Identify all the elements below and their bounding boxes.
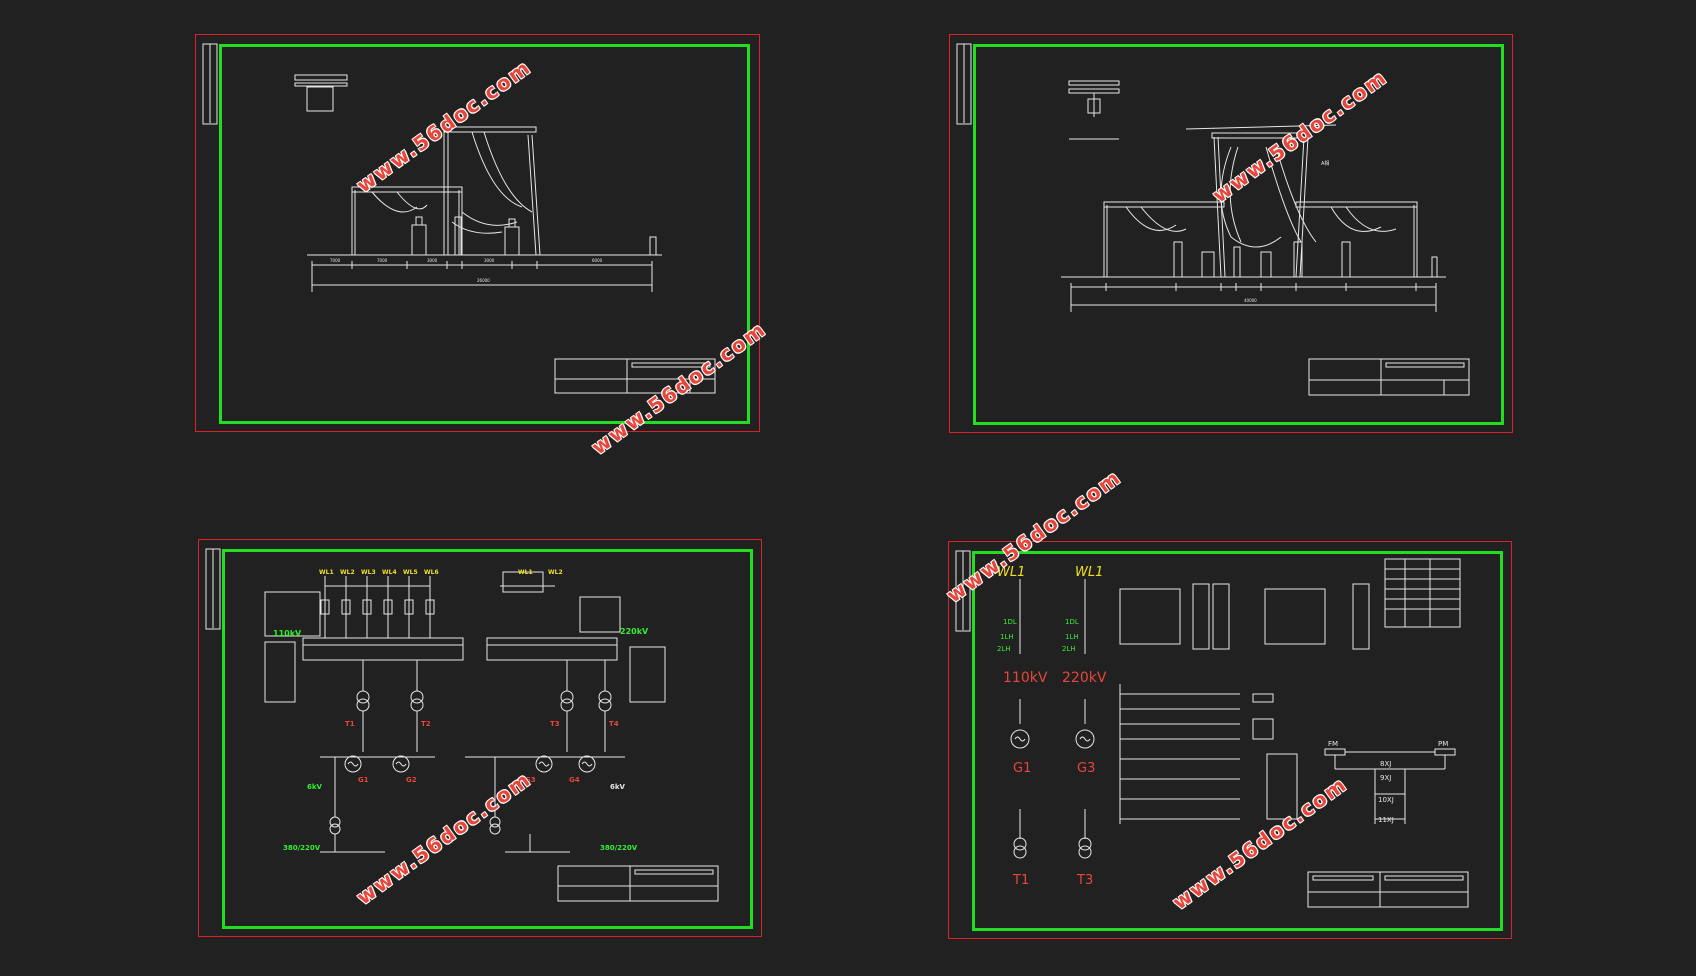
feeder-label: WL1 — [518, 569, 533, 576]
voltage-label: 220kV — [1062, 670, 1107, 686]
ct-label: 2LH — [1062, 645, 1076, 653]
relay-label: 11XJ — [1378, 816, 1394, 824]
ct-symbol — [383, 599, 393, 615]
dim-label: 3000 — [427, 258, 438, 263]
side-strip — [205, 548, 221, 630]
tr-label: T1 — [1012, 873, 1029, 888]
voltage-label: 6kV — [307, 783, 323, 791]
drawing-frame: A相 40000 — [973, 44, 1504, 425]
drawing-sheet-section-view-2[interactable]: A相 40000 — [949, 34, 1513, 433]
dim-label: 3000 — [484, 258, 495, 263]
ct-symbol — [362, 599, 372, 615]
feeder-label: WL2 — [340, 569, 355, 576]
relay-label: PM — [1438, 740, 1448, 748]
ct-symbol — [341, 599, 351, 615]
gen-label: G1 — [1013, 761, 1031, 776]
bus-label-110kv: 110kV — [273, 629, 302, 638]
dim-label: 6000 — [592, 258, 603, 263]
voltage-label: 110kV — [1003, 670, 1048, 686]
gen-label: G2 — [406, 776, 417, 784]
protection-diagram: WL1 WL1 1DL 1DL 1LH 1LH 2LH 2LH 110kV 22… — [997, 558, 1469, 908]
breaker-label: 1DL — [1065, 618, 1079, 626]
gen-label: G3 — [1077, 761, 1095, 776]
ct-label: 1LH — [1000, 633, 1014, 641]
ct-symbol — [320, 599, 330, 615]
title-block — [1308, 358, 1470, 396]
ct-symbol — [404, 599, 414, 615]
feeder-label: WL6 — [424, 569, 439, 576]
relay-label: 9XJ — [1380, 774, 1391, 782]
side-strip — [202, 43, 218, 125]
line-label: WL1 — [997, 565, 1025, 580]
side-strip — [956, 43, 972, 125]
section-drawing-1: 7000 7000 3000 3000 6000 26000 — [294, 74, 716, 394]
dim-label: 7000 — [377, 258, 388, 263]
gen-label: G3 — [525, 776, 536, 784]
voltage-label: 380/220V — [283, 844, 321, 852]
section-drawing-2: A相 40000 — [1061, 80, 1470, 396]
tr-label: T3 — [1076, 873, 1093, 888]
title-block — [554, 358, 716, 394]
voltage-label: 6kV — [610, 783, 626, 791]
gen-label: G4 — [569, 776, 580, 784]
gen-label: G1 — [358, 776, 369, 784]
feeder-label: WL3 — [361, 569, 376, 576]
feeder-label: WL5 — [403, 569, 418, 576]
tr-label: T2 — [421, 720, 431, 728]
dim-label: 40000 — [1244, 298, 1257, 303]
line-label: WL1 — [1075, 565, 1103, 580]
voltage-label: 380/220V — [600, 844, 638, 852]
tr-label: T3 — [550, 720, 560, 728]
tr-label: T1 — [345, 720, 355, 728]
drawing-sheet-protection[interactable]: WL1 WL1 1DL 1DL 1LH 1LH 2LH 2LH 110kV 22… — [948, 541, 1512, 939]
dim-label: 26000 — [477, 278, 490, 283]
ct-label: 2LH — [997, 645, 1011, 653]
dim-label: 7000 — [330, 258, 341, 263]
bus-label-220kv: 220kV — [620, 627, 649, 636]
relay-label: FM — [1328, 740, 1338, 748]
feeder-label: WL2 — [548, 569, 563, 576]
relay-label: 10XJ — [1378, 796, 1394, 804]
ct-symbol — [425, 599, 435, 615]
drawing-frame: 7000 7000 3000 3000 6000 26000 — [219, 44, 750, 424]
relay-label: 8XJ — [1380, 760, 1391, 768]
ct-label: 1LH — [1065, 633, 1079, 641]
tr-label: T4 — [609, 720, 619, 728]
feeder-label: WL4 — [382, 569, 397, 576]
phase-label: A相 — [1321, 160, 1329, 167]
drawing-sheet-section-view-1[interactable]: 7000 7000 3000 3000 6000 26000 — [195, 34, 760, 432]
drawing-frame: WL1 WL1 1DL 1DL 1LH 1LH 2LH 2LH 110kV 22… — [972, 551, 1503, 931]
feeder-label: WL1 — [319, 569, 334, 576]
breaker-label: 1DL — [1003, 618, 1017, 626]
side-strip — [955, 550, 971, 632]
